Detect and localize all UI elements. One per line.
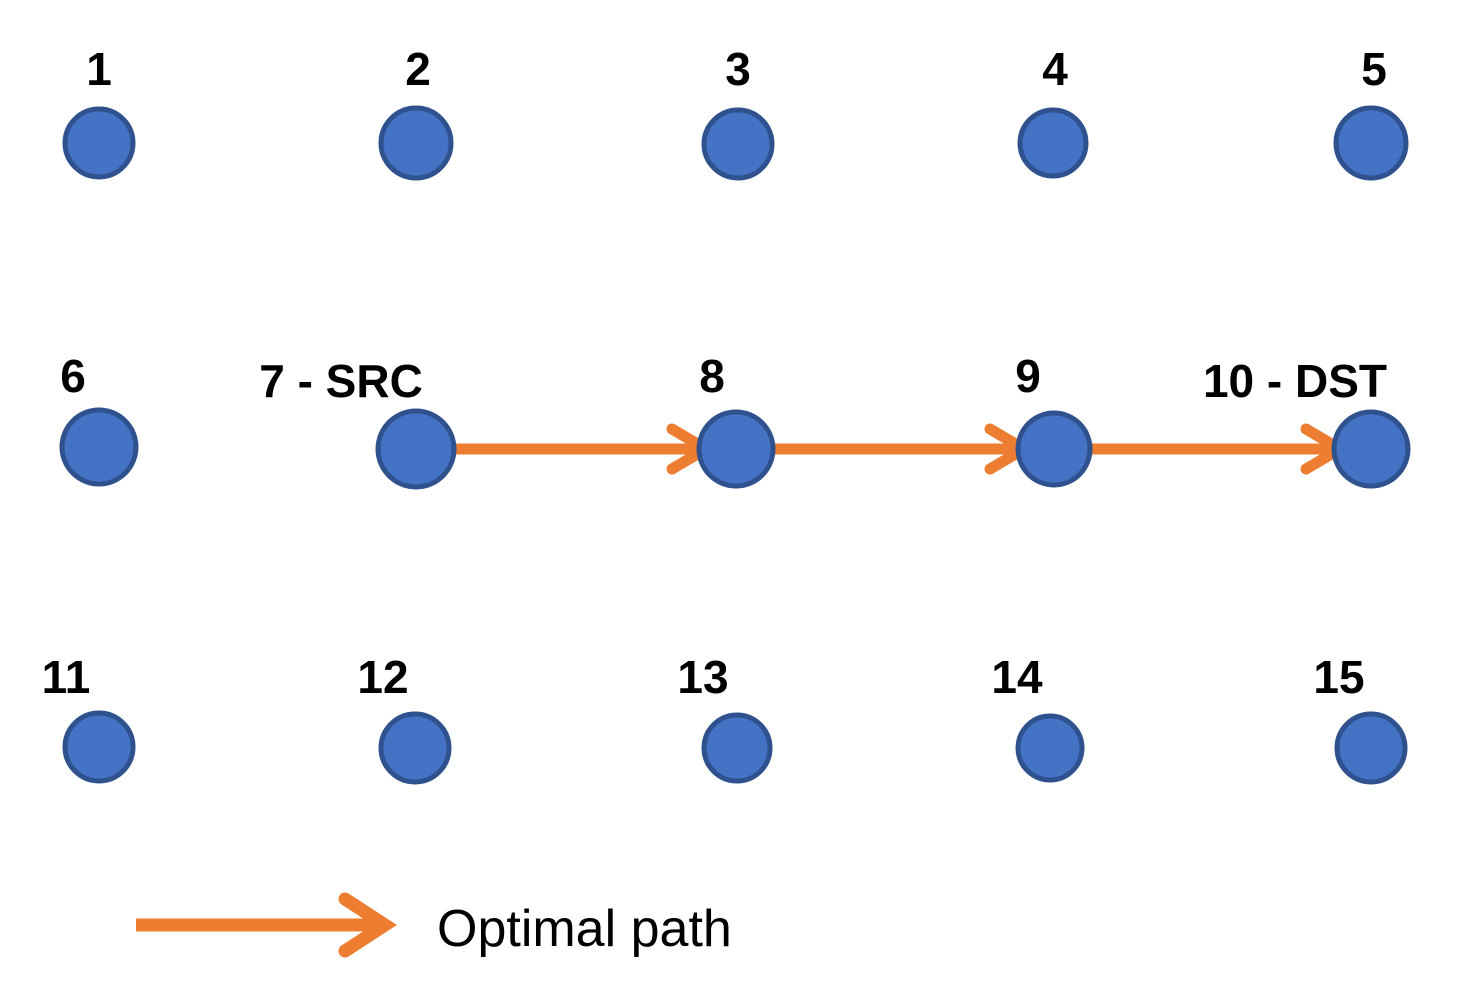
node-circle-14[interactable] xyxy=(1015,713,1085,783)
legend-arrowhead-icon xyxy=(338,892,397,958)
node-label-13: 13 xyxy=(677,651,728,703)
node-circle-2[interactable] xyxy=(378,105,454,181)
node-circle-8[interactable] xyxy=(696,409,776,489)
node-circle-15[interactable] xyxy=(1334,711,1408,785)
node-label-2: 2 xyxy=(405,43,431,95)
node-label-8: 8 xyxy=(699,350,725,402)
node-circle-13[interactable] xyxy=(701,712,773,784)
node-circle-6[interactable] xyxy=(59,407,139,487)
legend-label: Optimal path xyxy=(437,900,732,958)
edge-9-to-10 xyxy=(1090,423,1351,475)
node-circle-5[interactable] xyxy=(1333,105,1409,181)
nodes-layer xyxy=(59,105,1411,785)
node-label-5: 5 xyxy=(1361,43,1387,95)
node-circle-12[interactable] xyxy=(378,711,452,785)
node-circle-3[interactable] xyxy=(701,107,775,181)
edge-7-to-8 xyxy=(454,423,717,475)
node-label-4: 4 xyxy=(1042,43,1068,95)
node-label-15: 15 xyxy=(1313,651,1364,703)
edge-8-to-9 xyxy=(773,423,1035,475)
node-label-9: 9 xyxy=(1015,350,1041,402)
node-label-11: 11 xyxy=(42,651,91,703)
node-circle-1[interactable] xyxy=(62,106,136,180)
edges-layer xyxy=(454,423,1351,475)
node-circle-10[interactable] xyxy=(1331,409,1411,489)
legend-arrow-icon xyxy=(136,892,397,958)
node-circle-7[interactable] xyxy=(375,408,457,490)
node-label-1: 1 xyxy=(86,43,112,95)
node-circle-9[interactable] xyxy=(1015,410,1093,488)
node-label-14: 14 xyxy=(991,651,1043,703)
node-circle-11[interactable] xyxy=(62,710,136,784)
node-label-10: 10 - DST xyxy=(1203,355,1387,407)
legend-layer: Optimal path xyxy=(136,892,732,958)
node-label-7: 7 - SRC xyxy=(259,355,423,407)
node-circle-4[interactable] xyxy=(1017,107,1089,179)
node-label-3: 3 xyxy=(725,43,751,95)
node-label-12: 12 xyxy=(357,651,408,703)
node-label-6: 6 xyxy=(60,350,86,402)
